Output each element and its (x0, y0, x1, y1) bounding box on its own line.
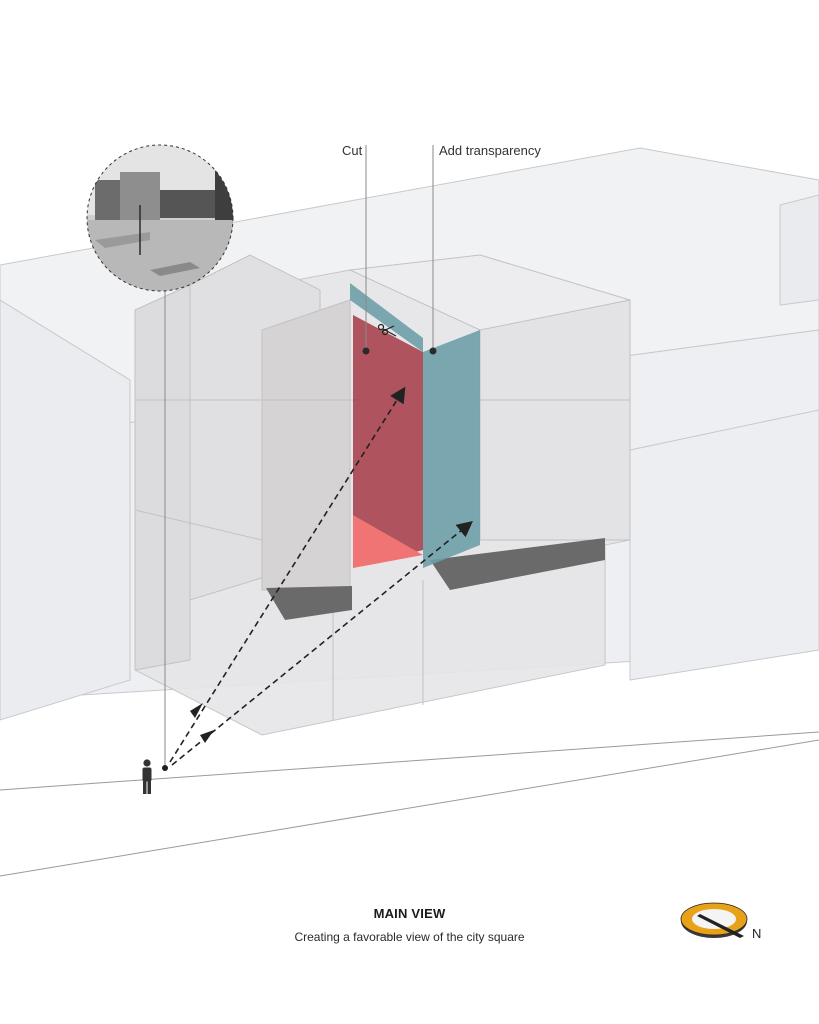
transparency-marker-dot (429, 347, 437, 355)
sight-lines (169, 386, 473, 766)
ground-plane (0, 731, 819, 877)
diagram-subtitle: Creating a favorable view of the city sq… (294, 930, 525, 944)
scissors-icon (377, 323, 397, 337)
add-transparency-label: Add transparency (439, 143, 541, 158)
cut-face (353, 315, 423, 568)
viewer-dot (162, 765, 168, 771)
callout-lines (164, 145, 434, 768)
cut-marker-dot (362, 347, 370, 355)
compass-icon (680, 902, 748, 938)
cut-label: Cut (342, 143, 363, 158)
person-silhouette-icon (142, 759, 152, 794)
north-label: N (752, 926, 762, 941)
diagram-title: MAIN VIEW (373, 906, 446, 921)
transparency-panel (350, 283, 480, 568)
cast-shadows (266, 538, 605, 620)
sight-line-arrows (190, 703, 214, 743)
